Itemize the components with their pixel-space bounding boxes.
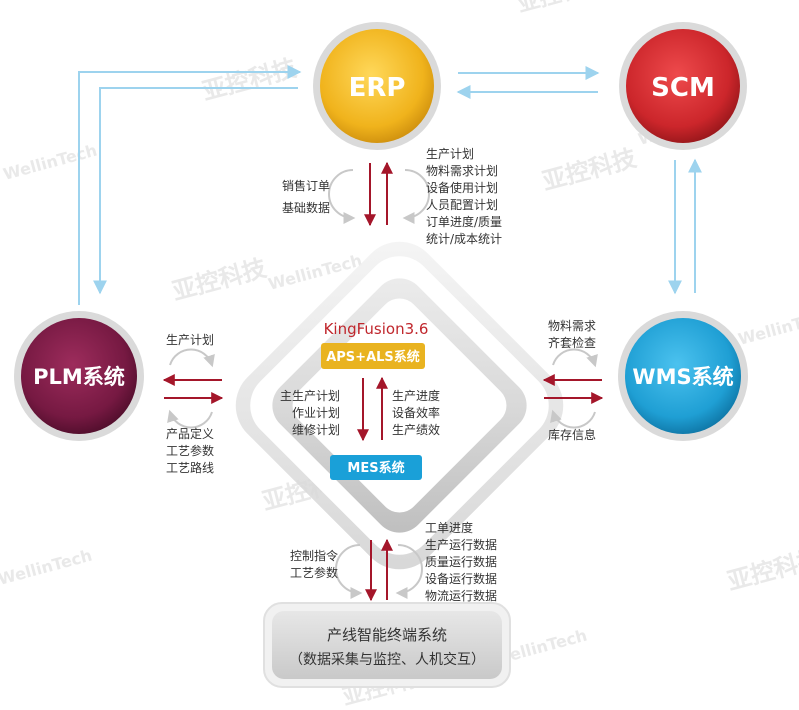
label-line: 工艺参数 [166,444,215,458]
label-line: 生产计划 [166,333,215,347]
label-line: 维修计划 [291,423,340,437]
label-line: 设备运行数据 [425,572,498,586]
terminal-mes-arrows [335,538,423,602]
watermark-en: WellinTech [736,306,799,349]
aps-box [321,343,425,369]
watermark-text: 亚控科技 [515,0,608,18]
label-line: 生产运行数据 [425,538,498,552]
label-line: 订单进度/质量 [426,215,503,229]
label-line: 统计/成本统计 [426,232,503,246]
cycle-arrow-icon [167,409,213,429]
label-line: 生产计划 [426,147,475,161]
label-sales-order: 销售订单 [281,179,330,193]
plm-node[interactable]: PLM系统 [14,311,144,441]
scm-label: SCM [651,73,715,103]
erp-left-labels: 销售订单 基础数据 [268,178,330,217]
scm-node[interactable]: SCM [619,22,747,150]
label-line: 物料需求计划 [426,164,499,178]
label-line: 控制指令 [289,549,338,563]
wms-top-labels: 物料需求 齐套检查 [548,318,596,352]
label-line: 主生产计划 [279,389,340,403]
wms-bottom-label: 库存信息 [548,427,596,444]
outer-connectors [78,65,702,305]
label-line: 生产进度 [392,389,441,403]
watermark-text: 亚控科技 [724,544,799,596]
cycle-arrow-icon [395,544,423,599]
cycle-arrow-icon [402,169,430,224]
cycle-arrow-icon [328,169,356,224]
label-line: 质量运行数据 [425,555,498,569]
label-line: 库存信息 [548,428,597,442]
label-line: 生产绩效 [392,423,441,437]
center-left-labels: 主生产计划 作业计划 维修计划 [278,388,340,439]
mes-box [330,455,422,480]
wms-mes-arrows [542,348,604,429]
cycle-arrow-icon [335,544,363,599]
label-line: 工艺路线 [166,461,215,475]
terminal-title: 产线智能终端系统 [327,626,447,644]
plm-label: PLM系统 [33,365,125,389]
label-line: 工艺参数 [289,566,338,580]
erp-right-labels: 生产计划 物料需求计划 设备使用计划 人员配置计划 订单进度/质量 统计/成本统… [426,146,502,248]
label-line: 设备使用计划 [426,181,499,195]
central-hub [235,241,564,570]
mes-label: MES系统 [347,460,404,476]
cycle-arrow-icon [169,348,215,368]
cycle-arrow-icon [550,409,596,429]
wms-node[interactable]: WMS系统 [618,311,748,441]
erp-mes-arrows [328,161,430,227]
label-line: 齐套检查 [548,336,597,350]
label-line: 物流运行数据 [425,589,498,603]
erp-to-plm-arrow [93,87,298,295]
erp-node[interactable]: ERP [313,22,441,150]
terminal-subtitle: （数据采集与监控、人机交互） [289,651,485,668]
label-line: 作业计划 [291,406,340,420]
watermark-en: WellinTech [0,546,94,589]
watermark-text: 亚控科技 [199,54,300,106]
center-right-labels: 生产进度 设备效率 生产绩效 [392,388,440,439]
aps-label: APS+ALS系统 [326,349,420,365]
label-line: 物料需求 [548,319,597,333]
label-line: 人员配置计划 [426,198,499,212]
erp-label: ERP [349,73,406,103]
terminal-right-labels: 工单进度 生产运行数据 质量运行数据 设备运行数据 物流运行数据 [425,520,497,605]
plm-mes-arrows [162,348,224,429]
label-line: 工单进度 [425,521,474,535]
watermark-text: 亚控科技 [539,144,640,196]
wms-label: WMS系统 [632,365,733,389]
terminal-node[interactable]: 产线智能终端系统 （数据采集与监控、人机交互） [263,602,511,688]
label-base-data: 基础数据 [281,201,330,215]
center-content: KingFusion3.6 APS+ALS系统 MES系统 [321,320,428,480]
watermark-text: 亚控科技 [169,254,270,306]
cycle-arrow-icon [552,348,598,368]
watermark-en: WellinTech [1,141,99,184]
kingfusion-title: KingFusion3.6 [324,320,429,338]
plm-bottom-labels: 产品定义 工艺参数 工艺路线 [166,426,214,477]
plm-to-erp-arrow [78,65,302,305]
label-line: 产品定义 [166,427,215,441]
plm-top-label: 生产计划 [166,332,214,349]
terminal-left-labels: 控制指令 工艺参数 [276,548,338,582]
label-line: 设备效率 [392,406,441,420]
